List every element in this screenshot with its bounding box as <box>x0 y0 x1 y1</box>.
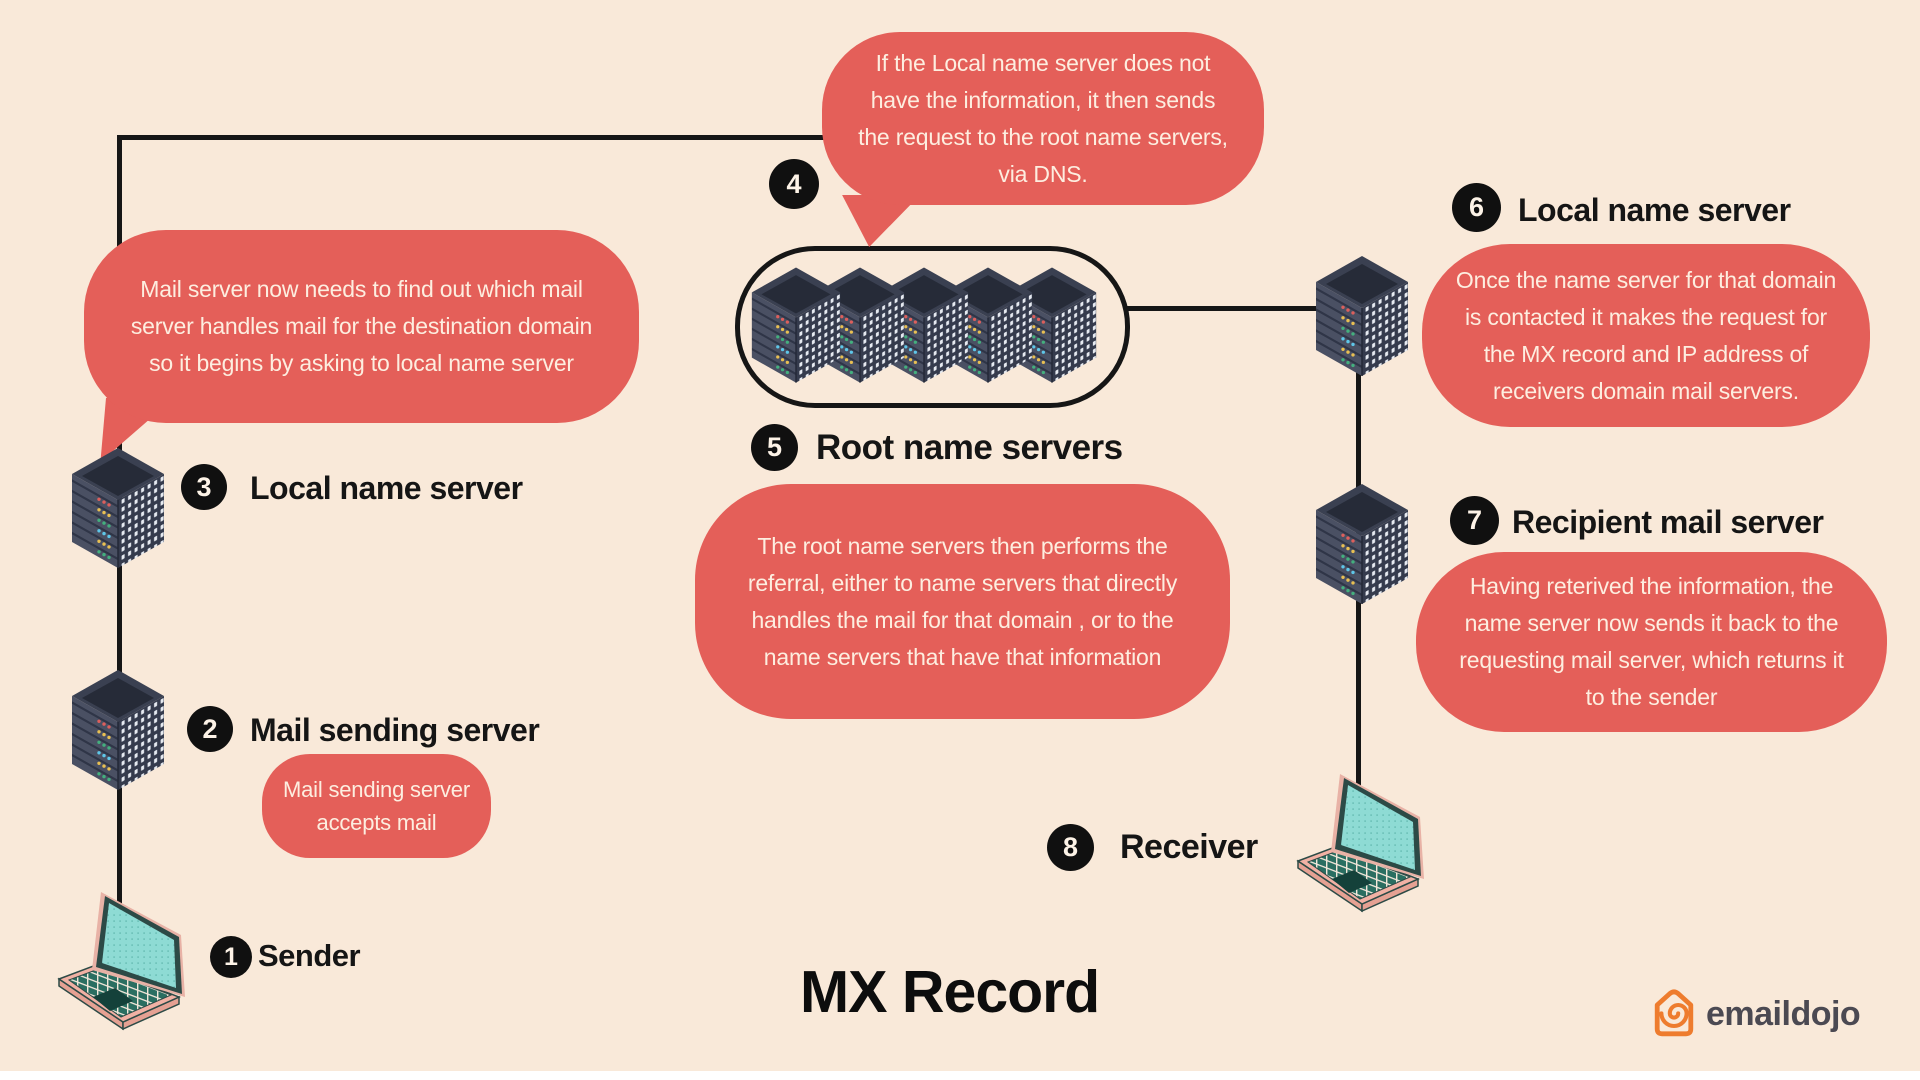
step-5-number-text: 5 <box>766 432 783 462</box>
bubble-step-3: Mail server now needs to find out which … <box>84 230 639 423</box>
root-server-icon-1 <box>748 266 844 386</box>
step-3-number: 3 <box>181 464 227 510</box>
brand-logo: emaildojo <box>1650 984 1861 1038</box>
mail-sending-server-icon <box>68 670 168 792</box>
step-3-number-text: 3 <box>196 471 212 502</box>
bubble-step-4: If the Local name server does not have t… <box>822 32 1264 205</box>
step-7-number-text: 7 <box>1466 505 1483 535</box>
step-4-number: 4 <box>769 159 819 209</box>
connector-top-horizontal <box>117 135 857 140</box>
receiver-laptop-icon <box>1296 758 1456 930</box>
spiral-house-icon <box>1654 989 1694 1037</box>
step-1-number-text: 1 <box>224 942 238 971</box>
step-6-number-text: 6 <box>1468 192 1485 222</box>
step-1-number: 1 <box>210 936 252 978</box>
root-servers-group-outline <box>735 246 1130 408</box>
connector-root-to-local <box>1125 306 1322 311</box>
bubble-step-7-text: Having reterived the information, the na… <box>1459 573 1844 710</box>
local-name-server-icon <box>68 448 168 570</box>
brand-name: emaildojo <box>1706 994 1861 1033</box>
bubble-step-4-text: If the Local name server does not have t… <box>858 49 1228 187</box>
bubble-step-5: The root name servers then performs the … <box>695 484 1230 719</box>
step-7-label: Recipient mail server <box>1512 504 1824 540</box>
step-4-number-text: 4 <box>786 168 802 199</box>
step-6-number: 6 <box>1452 183 1501 232</box>
step-1-label: Sender <box>258 938 361 973</box>
step-8-number-text: 8 <box>1062 832 1079 862</box>
step-8-label: Receiver <box>1120 828 1258 866</box>
recipient-mail-server-icon <box>1312 484 1412 606</box>
step-2-number: 2 <box>187 706 233 752</box>
step-8-number: 8 <box>1047 824 1094 871</box>
step-7-number: 7 <box>1450 496 1499 545</box>
bubble-step-6-text: Once the name server for that domain is … <box>1455 266 1837 404</box>
bubble-step-7: Having reterived the information, the na… <box>1416 552 1887 732</box>
bubble-step-2-text: Mail sending server accepts mail <box>283 777 470 835</box>
bubble-step-6: Once the name server for that domain is … <box>1422 244 1870 427</box>
footer-bar <box>0 1071 1920 1080</box>
step-5-label: Root name servers <box>816 428 1123 467</box>
step-5-number: 5 <box>751 424 798 471</box>
step-2-label: Mail sending server <box>250 712 540 748</box>
bubble-step-2: Mail sending server accepts mail <box>262 754 491 858</box>
step-3-label: Local name server <box>250 470 523 506</box>
remote-local-name-server-icon <box>1312 256 1412 378</box>
bubble-step-5-text: The root name servers then performs the … <box>747 532 1178 670</box>
bubble-step-3-text: Mail server now needs to find out which … <box>130 276 593 376</box>
page-title: MX Record <box>800 959 1100 1025</box>
step-2-number-text: 2 <box>202 713 218 744</box>
step-6-label: Local name server <box>1518 192 1791 228</box>
sender-laptop-icon <box>57 876 217 1048</box>
